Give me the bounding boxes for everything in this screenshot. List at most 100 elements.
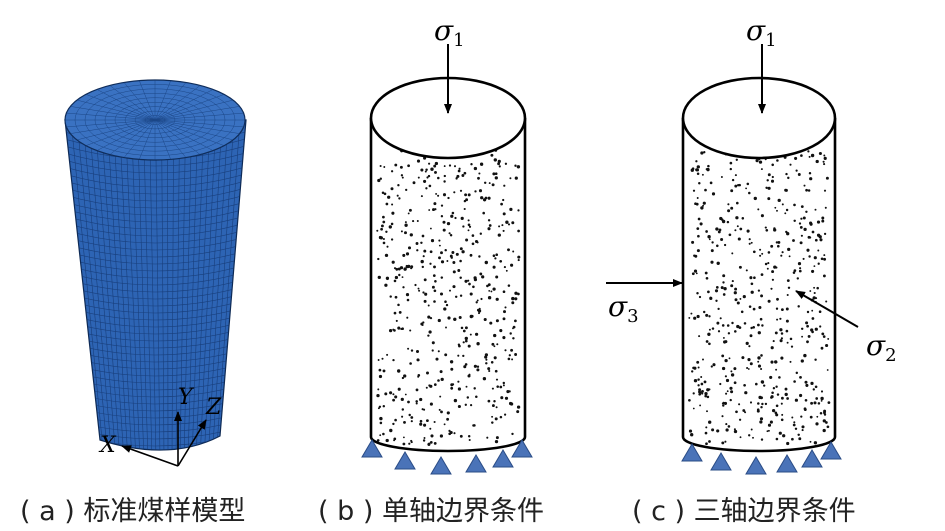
grain-dot: [407, 264, 411, 269]
grain-dot: [505, 220, 509, 224]
grain-dot: [422, 321, 425, 324]
grain-dot: [497, 159, 501, 163]
grain-dot: [491, 415, 494, 418]
grain-dot: [393, 329, 396, 332]
grain-dot: [775, 404, 779, 408]
grain-dot: [813, 265, 816, 268]
grain-dot: [473, 166, 478, 171]
grain-dot: [452, 285, 456, 289]
grain-dot: [439, 434, 443, 438]
grain-dot: [755, 159, 759, 163]
grain-dot: [798, 437, 802, 441]
grain-dot: [511, 358, 514, 361]
grain-dot: [499, 259, 503, 263]
grain-dot: [741, 356, 745, 360]
grain-dot: [820, 390, 824, 393]
grain-dot: [803, 184, 806, 187]
grain-dot: [383, 166, 386, 168]
grain-dot: [459, 247, 463, 251]
grain-dot: [692, 189, 696, 192]
grain-dot: [709, 181, 713, 185]
grain-dot: [688, 429, 693, 433]
grain-dot: [487, 219, 491, 222]
grain-dot: [492, 287, 496, 291]
grain-dot: [707, 235, 711, 239]
y-axis-label: Y: [178, 385, 195, 410]
grain-dot: [459, 259, 462, 263]
grain-dot: [424, 170, 427, 173]
grain-dot: [443, 423, 446, 426]
grain-dot: [382, 241, 386, 245]
grain-dot: [825, 343, 829, 348]
grain-dot: [728, 233, 732, 237]
grain-dot: [444, 353, 448, 357]
grain-dot: [506, 390, 510, 394]
grain-dot: [813, 256, 817, 260]
grain-dot: [469, 292, 473, 296]
grain-dot: [476, 308, 480, 312]
grain-dot: [499, 385, 503, 389]
grain-dot: [822, 160, 825, 163]
grain-dot: [481, 275, 485, 279]
grain-dot: [696, 291, 699, 295]
grain-dot: [813, 401, 817, 405]
grain-dot: [379, 177, 382, 180]
grain-dot: [711, 241, 714, 244]
grain-dot: [815, 422, 819, 426]
grain-dot: [476, 299, 479, 302]
grain-dot: [428, 384, 431, 387]
grain-dot: [721, 324, 725, 327]
grain-dot: [438, 408, 441, 411]
grain-dot: [736, 201, 739, 205]
grain-dot: [475, 395, 478, 399]
grain-dot: [816, 220, 821, 224]
grain-dot: [770, 179, 775, 183]
grain-dot: [377, 257, 380, 261]
support-triangle: [820, 441, 842, 460]
grain-dot: [700, 206, 704, 210]
grain-dot: [742, 409, 746, 412]
grain-dot: [707, 164, 710, 168]
grain-dot: [739, 227, 743, 231]
grain-dot: [715, 286, 719, 289]
grain-dot: [502, 381, 506, 385]
grain-dot: [448, 164, 452, 167]
grain-dot: [735, 410, 738, 414]
grain-dot: [764, 262, 768, 266]
grain-dot: [765, 186, 768, 190]
grain-dot: [776, 393, 780, 396]
grain-dot: [767, 262, 770, 265]
grain-dot: [711, 192, 716, 196]
grain-dot: [424, 292, 428, 296]
grain-dot: [419, 397, 423, 402]
grain-dot: [464, 403, 467, 406]
grain-dot: [823, 232, 827, 236]
grain-dot: [487, 196, 491, 200]
grain-dot: [804, 380, 808, 384]
grain-dot: [688, 398, 691, 402]
grain-dot: [763, 384, 766, 387]
grain-dot: [507, 357, 511, 361]
grain-dot: [391, 260, 395, 264]
grain-dot: [757, 208, 760, 211]
grain-dot: [434, 280, 437, 283]
grain-dot: [459, 294, 463, 297]
grain-dot: [793, 380, 796, 383]
grain-dot: [405, 293, 410, 297]
grain-dot: [761, 324, 764, 327]
grain-dot: [460, 216, 464, 220]
grain-dot: [694, 202, 697, 206]
grain-dot: [733, 428, 736, 431]
sigma2-label: σ2: [866, 329, 897, 366]
grain-dot: [775, 241, 779, 244]
grain-dot: [697, 366, 700, 369]
grain-dot: [793, 269, 797, 272]
grain-dot: [767, 186, 771, 190]
grain-dot: [811, 230, 815, 234]
grain-dot: [730, 370, 733, 373]
supports-c: [681, 441, 842, 475]
grain-dot: [712, 363, 716, 367]
grain-dot: [757, 331, 761, 335]
grain-dot: [707, 290, 710, 294]
